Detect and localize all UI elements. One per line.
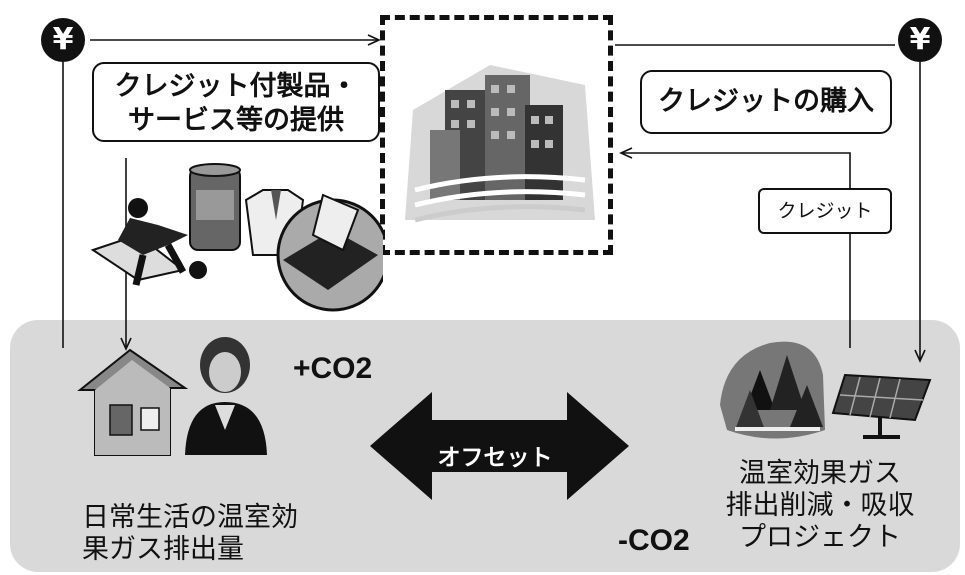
yen-icon-right: ¥ bbox=[898, 18, 942, 62]
minus-co2-label: -CO2 bbox=[618, 524, 690, 557]
yen-icon-left: ¥ bbox=[41, 18, 85, 62]
printer-icon bbox=[276, 193, 383, 312]
credit-tag: クレジット bbox=[758, 188, 892, 234]
offset-double-arrow bbox=[370, 392, 629, 500]
credit-products-line2: サービス等の提供 bbox=[128, 105, 344, 136]
credit-products-box: クレジット付製品・ サービス等の提供 bbox=[92, 62, 380, 142]
project-caption-line3: プロジェクト bbox=[739, 522, 901, 553]
credit-products-line1: クレジット付製品・ bbox=[114, 71, 358, 102]
company-box bbox=[380, 15, 613, 255]
plus-co2-label: +CO2 bbox=[293, 352, 373, 385]
project-caption-line1: 温室効果ガス bbox=[739, 458, 901, 489]
products-illustration bbox=[90, 163, 383, 312]
can-icon bbox=[189, 163, 241, 251]
solar-panel-icon bbox=[831, 373, 932, 439]
house-icon bbox=[77, 348, 189, 456]
office-building-icon bbox=[405, 65, 595, 223]
project-illustration bbox=[720, 341, 932, 439]
project-caption: 温室効果ガス 排出削減・吸収 プロジェクト bbox=[710, 458, 930, 554]
soccer-player-icon bbox=[90, 198, 207, 286]
credit-arrow bbox=[619, 147, 851, 348]
household-caption-line2: 果ガス排出量 bbox=[82, 534, 244, 565]
household-caption: 日常生活の温室効 果ガス排出量 bbox=[82, 502, 298, 566]
offset-label: オフセット bbox=[437, 445, 553, 471]
household-illustration bbox=[77, 337, 267, 456]
project-caption-line2: 排出削減・吸収 bbox=[725, 490, 915, 521]
person-icon bbox=[185, 337, 267, 455]
credit-purchase-box: クレジットの購入 bbox=[640, 70, 892, 134]
forest-icon bbox=[720, 341, 825, 439]
household-caption-line1: 日常生活の温室効 bbox=[82, 502, 298, 533]
